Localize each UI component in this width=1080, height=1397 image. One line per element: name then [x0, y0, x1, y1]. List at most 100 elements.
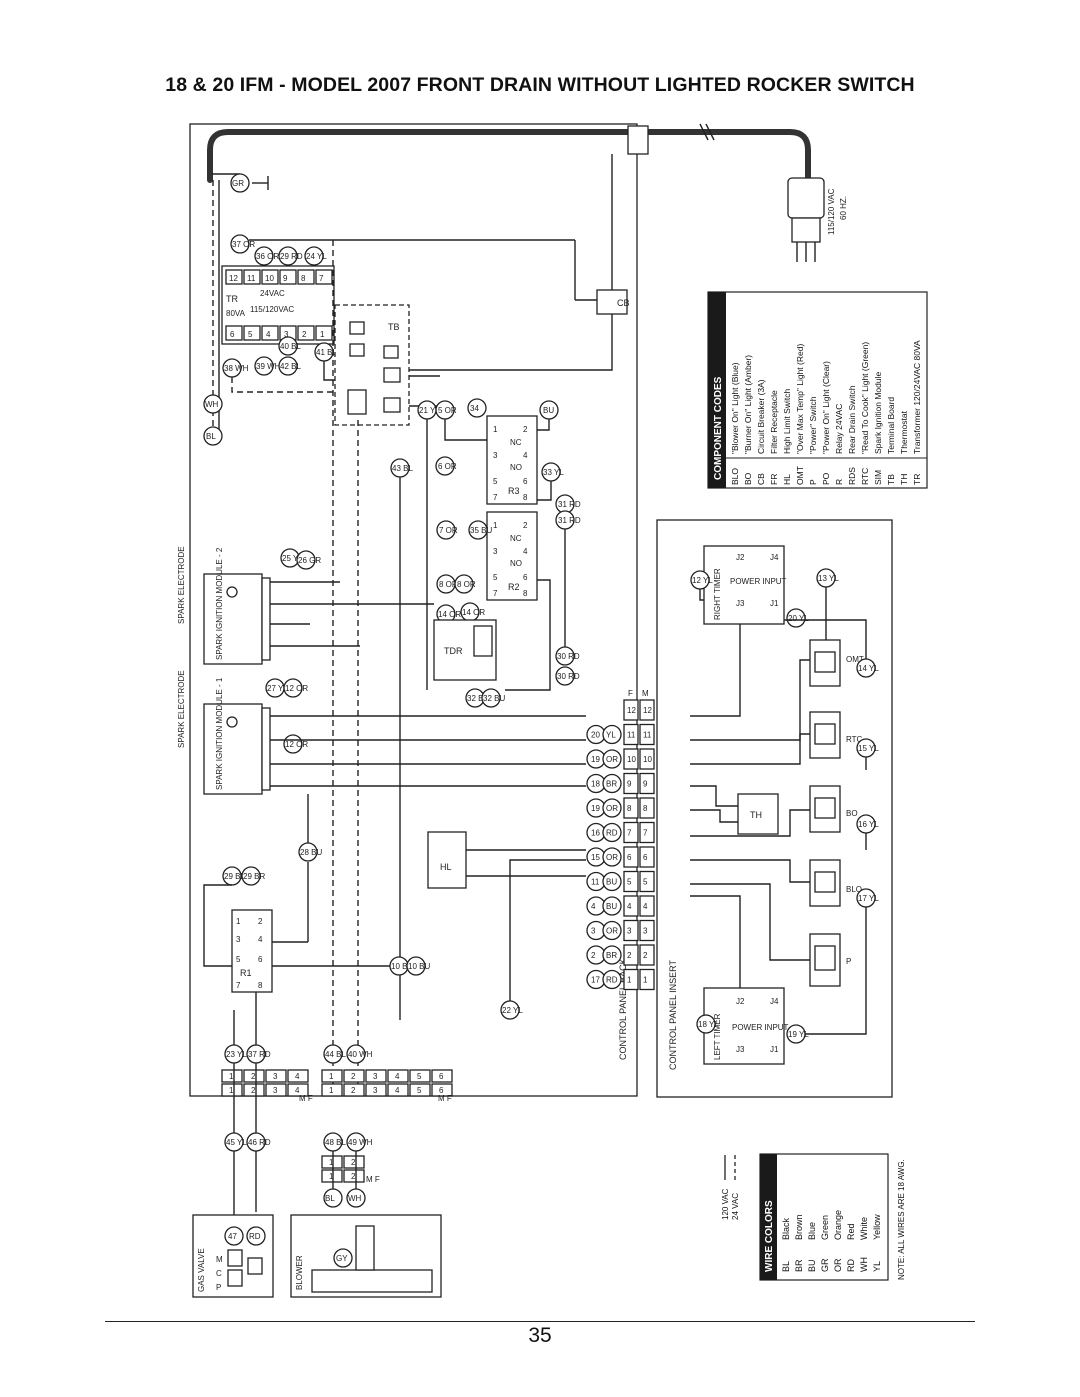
connector-wire-color-circle — [602, 724, 622, 745]
bo-label: BO — [846, 809, 858, 818]
transformer-pin-top — [243, 269, 261, 285]
wire-41: 41 BL — [316, 348, 337, 357]
svg-text:8: 8 — [258, 981, 263, 990]
gas-valve-pin-p: P — [216, 1283, 221, 1292]
r2-label: R2 — [508, 582, 520, 592]
hl-switch: HL — [427, 831, 467, 889]
wire-gy: GY — [336, 1254, 348, 1263]
bottom-connector-pin — [409, 1069, 431, 1083]
connector-wire-color: BR — [606, 780, 617, 789]
connector-wire-number: 20 — [591, 731, 600, 740]
svg-text:7: 7 — [236, 981, 241, 990]
mf-label-2: M F — [438, 1094, 452, 1103]
right-timer-j1: J1 — [770, 599, 779, 608]
transformer-secondary: 24VAC — [260, 289, 285, 298]
wire-14b: 14 OR — [462, 608, 485, 617]
left-timer-j1: J1 — [770, 1045, 779, 1054]
wire-29-br: 29 BR — [224, 872, 246, 881]
bottom-connector-pin-number: 5 — [417, 1072, 422, 1081]
wire-19: 19 YL — [788, 1030, 809, 1039]
bottom-connector-pin — [365, 1083, 387, 1097]
svg-text:1: 1 — [236, 917, 241, 926]
transformer-pin-bottom-label: 1 — [320, 330, 325, 339]
right-timer-j4: J4 — [770, 553, 779, 562]
left-timer-power-input: POWER INPUT — [732, 1023, 789, 1032]
connector-pin-number: 12 — [627, 706, 636, 715]
component-codes-frame — [707, 291, 928, 489]
transformer-pin-top — [279, 269, 297, 285]
connector-pin — [623, 797, 639, 819]
wire-29: 29 RD — [280, 252, 303, 261]
transformer-pin-top-label: 12 — [229, 274, 238, 283]
mf-label-1: M F — [299, 1094, 313, 1103]
svg-text:1: 1 — [493, 425, 498, 434]
component-name: Filter Receptacle — [769, 390, 779, 454]
power-switch-label: P — [846, 957, 851, 966]
connector-wire-color-circle — [602, 920, 622, 941]
wire-8: 8 OR — [439, 580, 458, 589]
bottom-connector-pin-number: 2 — [251, 1086, 256, 1095]
svg-text:6: 6 — [523, 573, 528, 582]
wire-wh-blower: WH — [348, 1194, 362, 1203]
wire-color-code: OR — [833, 1258, 843, 1272]
component-name: Transformer 120/24VAC 80VA — [912, 340, 922, 454]
connector-pin — [623, 846, 639, 868]
connector-wire-number: 2 — [591, 951, 596, 960]
wire-color-name: Blue — [807, 1222, 817, 1240]
transformer-pin-bottom-label: 6 — [230, 330, 235, 339]
th-label: TH — [750, 810, 762, 820]
transformer-pin-bottom-label: 5 — [248, 330, 253, 339]
connector-pin — [639, 968, 655, 991]
wire-color-code: BR — [794, 1259, 804, 1272]
transformer-pin-top — [225, 269, 243, 285]
connector-pin — [639, 748, 655, 770]
right-timer: RIGHT TIMER POWER INPUT J2 J4 J3 J1 — [703, 545, 787, 625]
svg-text:F: F — [628, 689, 633, 698]
connector-pin — [639, 723, 655, 746]
wire-label-gr: GR — [232, 179, 244, 188]
connector-pin — [623, 772, 639, 795]
component-code: BLO — [730, 468, 740, 485]
wire-40: 40 BL — [280, 342, 301, 351]
wire-color-name: Black — [781, 1217, 791, 1240]
bottom-connector-pin-number: 2 — [351, 1086, 356, 1095]
connector-pin — [623, 968, 639, 991]
rtc-label: RTC — [846, 735, 863, 744]
r3-label: R3 — [508, 486, 520, 496]
component-name: "Power On" Light (Clear) — [821, 361, 831, 454]
wire-8b: 8 OR — [457, 580, 476, 589]
connector-pin-number: 1 — [643, 976, 648, 985]
svg-text:2: 2 — [523, 521, 528, 530]
transformer-pin-bottom-label: 4 — [266, 330, 271, 339]
wire-34: 34 — [470, 404, 479, 413]
wire-47: 47 — [228, 1232, 237, 1241]
connector-wire-color-circle — [602, 871, 622, 892]
svg-text:3: 3 — [493, 451, 498, 460]
wire-color-code: YL — [872, 1261, 882, 1272]
wire-37-rd: 37 RD — [248, 1050, 271, 1059]
right-timer-label: RIGHT TIMER — [713, 568, 722, 620]
blo-light: BLO — [809, 859, 862, 907]
page-title: 18 & 20 IFM - MODEL 2007 FRONT DRAIN WIT… — [165, 74, 915, 96]
transformer-pin-bottom — [225, 325, 243, 341]
bottom-connector-pin — [265, 1069, 287, 1083]
thermostat: TH — [737, 793, 779, 835]
bottom-connector-pin — [287, 1083, 309, 1097]
svg-text:3: 3 — [236, 935, 241, 944]
connector-wire-color-circle — [602, 945, 622, 965]
circuit-breaker-label: CB — [617, 298, 630, 308]
connector-wire-color: BR — [606, 951, 617, 960]
component-name: Rear Drain Switch — [847, 385, 857, 454]
bottom-connector-pin-number: 1 — [329, 1172, 334, 1181]
component-code: BO — [743, 472, 753, 485]
transformer-pin-top-label: 8 — [301, 274, 306, 283]
component-code: CB — [756, 473, 766, 485]
bottom-connector-pin-number: 3 — [273, 1072, 278, 1081]
component-code: OMT — [795, 466, 805, 485]
right-timer-power-input: POWER INPUT — [730, 577, 787, 586]
wire-42: 42 BL — [280, 362, 301, 371]
connector-pin — [639, 870, 655, 893]
